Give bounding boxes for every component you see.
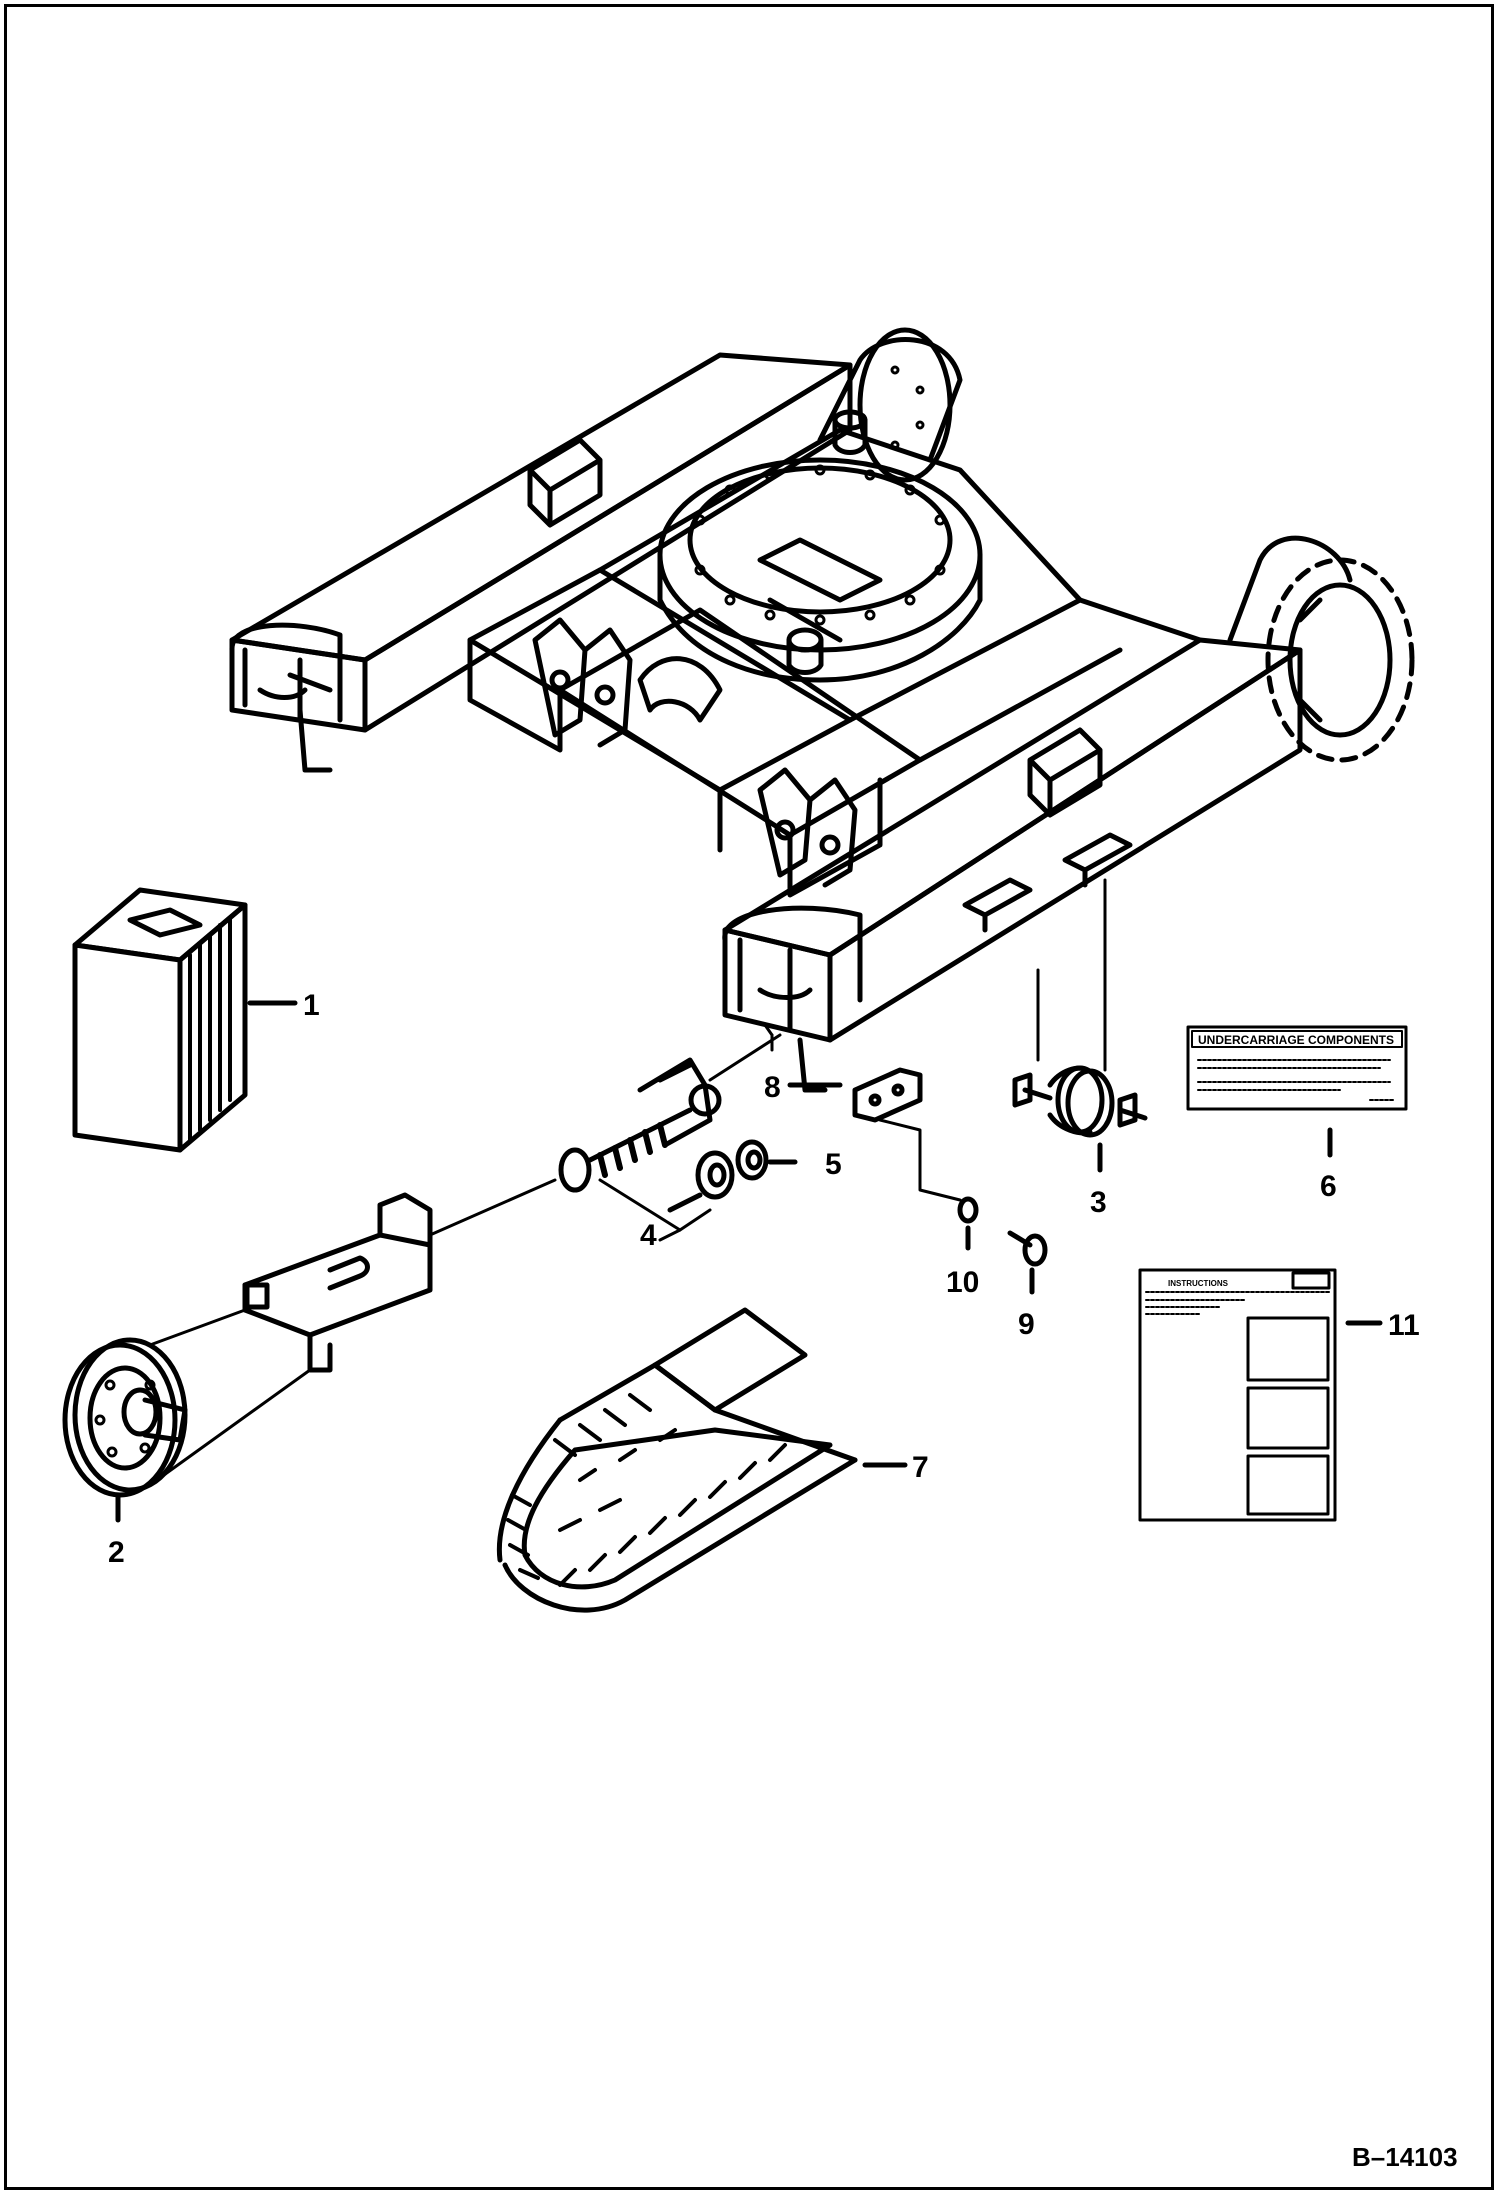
callout-1: 1: [303, 989, 320, 1022]
track-roller: [1012, 1065, 1148, 1138]
bolt-item-9: [1007, 1230, 1048, 1267]
callout-9: 9: [1018, 1308, 1035, 1341]
callout-6: 6: [1320, 1170, 1337, 1203]
callout-11: 11: [1388, 1309, 1420, 1342]
instruction-sheet: [1138, 1268, 1337, 1522]
nut-item-5: [735, 1139, 769, 1181]
track-adjuster: [558, 1057, 722, 1193]
callout-8: 8: [764, 1071, 781, 1104]
callout-10: 10: [946, 1266, 979, 1299]
idler-yoke: [242, 1192, 433, 1373]
seal-item-4: [695, 1150, 735, 1200]
callout-5: 5: [825, 1148, 842, 1181]
callout-3: 3: [1090, 1186, 1107, 1219]
washer-item-10: [957, 1196, 979, 1224]
callout-7: 7: [912, 1451, 929, 1484]
plate-item-8: [852, 1067, 923, 1123]
decal-11-title: INSTRUCTIONS: [1168, 1279, 1229, 1288]
decal-undercarriage-components: [1186, 1025, 1408, 1111]
front-idler: [62, 1337, 188, 1498]
page-border: [4, 4, 1494, 2190]
undercarriage-frame: [229, 327, 1415, 1093]
rubber-track: [496, 1307, 858, 1613]
decal-6-title: UNDERCARRIAGE COMPONENTS: [1198, 1033, 1394, 1047]
reference-number: B–14103: [1352, 2142, 1458, 2172]
parts-kit-box: [72, 887, 248, 1153]
callout-2: 2: [108, 1536, 125, 1569]
callout-4: 4: [640, 1219, 657, 1252]
